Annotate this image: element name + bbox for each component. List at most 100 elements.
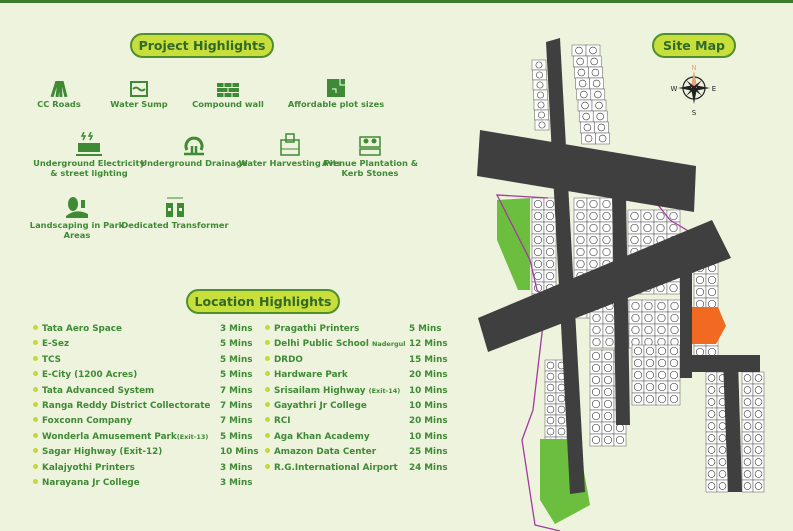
plot bbox=[741, 479, 754, 493]
location-name: Aga Khan Academy bbox=[274, 431, 370, 442]
plot-number-marker bbox=[546, 405, 555, 414]
plot bbox=[531, 197, 545, 211]
plot bbox=[667, 323, 682, 337]
bullet-icon bbox=[33, 386, 38, 392]
plot-number-marker bbox=[596, 112, 604, 121]
location-item: Gayathri Jr College bbox=[265, 401, 367, 411]
plot-number-marker bbox=[669, 211, 678, 221]
plot bbox=[532, 69, 547, 81]
plot bbox=[601, 421, 615, 435]
plot-number-marker bbox=[743, 386, 752, 394]
travel-time: 5 Mins bbox=[409, 324, 442, 334]
plot-number-marker bbox=[657, 382, 667, 392]
bullet-icon bbox=[265, 448, 270, 454]
feature-label: Underground Drainage bbox=[140, 158, 248, 168]
travel-time: 15 Mins bbox=[409, 354, 448, 365]
plot bbox=[716, 455, 729, 469]
plot-number-marker bbox=[602, 211, 611, 221]
plot-number-marker bbox=[603, 423, 613, 433]
plot-number-marker bbox=[645, 358, 655, 368]
plot bbox=[641, 311, 656, 325]
plot bbox=[667, 380, 681, 394]
plot bbox=[741, 419, 754, 433]
feature-label: Avenue Plantation & Kerb Stones bbox=[321, 158, 419, 178]
travel-time: 5 Mins bbox=[220, 431, 253, 442]
plot-number-marker bbox=[743, 458, 752, 466]
plot-number-marker bbox=[591, 68, 600, 77]
plot-number-marker bbox=[537, 91, 544, 99]
plot-number-marker bbox=[545, 247, 555, 257]
plot bbox=[544, 392, 557, 405]
plot bbox=[666, 221, 681, 235]
feature-item: Affordable plot sizes bbox=[276, 78, 396, 110]
plot bbox=[572, 55, 588, 68]
plot bbox=[666, 281, 681, 295]
location-name: Wonderla Amusement Park bbox=[42, 431, 177, 442]
plot-number-marker bbox=[581, 101, 589, 110]
plot-number-marker bbox=[546, 383, 555, 392]
plot bbox=[589, 421, 603, 435]
plot-number-marker bbox=[536, 71, 543, 79]
travel-time: 3 Mins bbox=[220, 462, 253, 473]
plot-number-marker bbox=[589, 211, 598, 221]
plot-number-marker bbox=[643, 223, 652, 233]
plot-number-marker bbox=[603, 363, 613, 373]
plot-number-marker bbox=[603, 387, 613, 397]
feature-label: CC Roads bbox=[37, 99, 81, 109]
plot-number-marker bbox=[657, 346, 667, 356]
plot-number-marker bbox=[533, 223, 543, 233]
bullet-icon bbox=[33, 417, 38, 423]
plot bbox=[705, 479, 718, 493]
plot-number-marker bbox=[584, 134, 593, 143]
location-name: Tata Advanced System bbox=[42, 385, 155, 396]
plot-number-marker bbox=[603, 351, 613, 361]
plot bbox=[533, 89, 548, 101]
feature-item: Compound wall bbox=[168, 82, 288, 110]
plot bbox=[628, 323, 643, 337]
travel-time: 5 Mins bbox=[220, 370, 253, 381]
location-item: Narayana Jr College bbox=[33, 478, 140, 488]
plot-number-marker bbox=[575, 46, 583, 55]
plot-number-marker bbox=[669, 223, 678, 233]
plot-number-marker bbox=[602, 247, 611, 257]
plot bbox=[586, 197, 601, 211]
plot bbox=[654, 299, 669, 313]
road bbox=[478, 220, 731, 352]
plot-number-marker bbox=[603, 375, 613, 385]
travel-time: 7 Mins bbox=[220, 416, 253, 427]
plot bbox=[531, 59, 547, 71]
location-item: Wonderla Amusement Park(Exit-13) bbox=[33, 432, 208, 442]
location-name: E-Sez bbox=[42, 339, 70, 350]
plot bbox=[653, 221, 668, 235]
plot bbox=[752, 395, 765, 409]
plot bbox=[667, 299, 682, 313]
plot bbox=[592, 110, 608, 123]
plot-number-marker bbox=[754, 458, 763, 466]
plot-number-marker bbox=[591, 435, 601, 445]
bullet-icon bbox=[265, 386, 270, 392]
compass-e: E bbox=[712, 85, 716, 93]
plot-number-marker bbox=[537, 101, 545, 109]
plot-number-marker bbox=[707, 470, 716, 478]
location-name: Sagar Highway (Exit-12) bbox=[42, 447, 163, 458]
compass-w: W bbox=[671, 85, 678, 93]
plot-number-marker bbox=[645, 346, 655, 356]
plot-number-marker bbox=[602, 235, 611, 245]
plot-number-marker bbox=[583, 123, 592, 132]
plot-number-marker bbox=[656, 223, 665, 233]
plot bbox=[531, 233, 545, 247]
plot bbox=[586, 245, 601, 259]
road bbox=[723, 360, 742, 492]
location-name: Gayathri Jr College bbox=[274, 401, 367, 411]
plot bbox=[544, 359, 557, 372]
feature-item: Landscaping in Park Areas bbox=[17, 197, 137, 240]
plot bbox=[571, 44, 587, 57]
plot bbox=[531, 257, 545, 271]
location-name: E-City (1200 Acres) bbox=[42, 370, 138, 381]
plot-number-marker bbox=[603, 411, 613, 421]
plot-number-marker bbox=[576, 223, 585, 233]
plot-number-marker bbox=[589, 247, 598, 257]
location-note: (Exit-13) bbox=[176, 432, 209, 441]
plot-number-marker bbox=[591, 411, 601, 421]
plot bbox=[752, 431, 765, 445]
